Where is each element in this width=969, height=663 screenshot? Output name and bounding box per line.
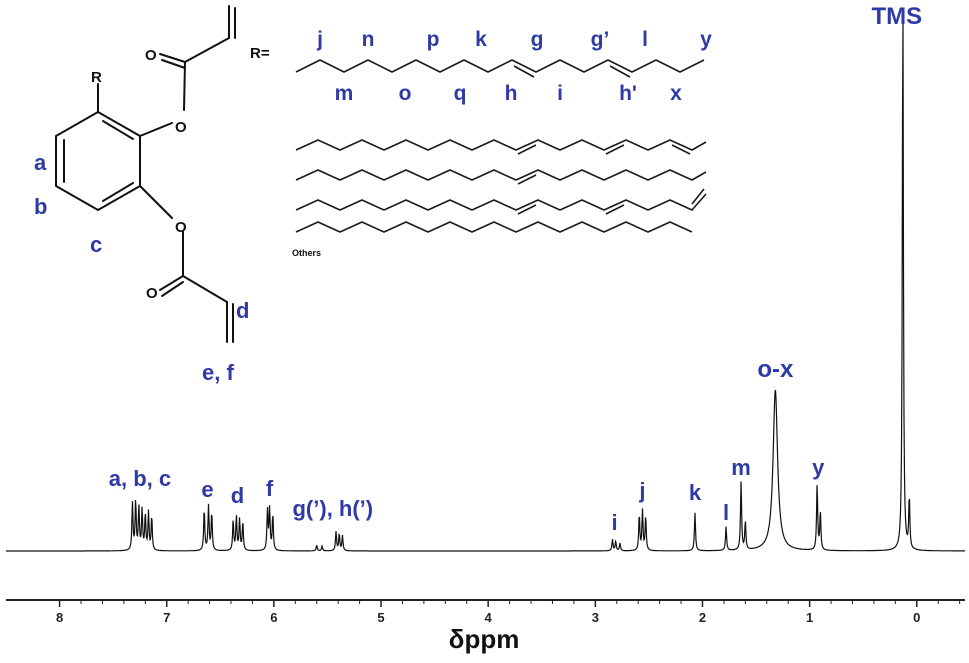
r-chain-structures: R= j n p k g g’ l y m o q h i h' x Others [250,28,712,258]
chain-label-top: p [427,28,440,51]
peak-label: e [201,477,213,502]
chain-label-top: n [362,28,375,51]
ester-oxygen-top: O [175,119,187,136]
x-tick-label: 4 [485,610,493,625]
x-tick-label: 5 [377,610,384,625]
chain-label-bottom: x [670,82,682,105]
chain-label-top: k [475,28,487,51]
molecule-structure: O O O O R a b c d e, f [34,5,249,385]
ester-oxygen-bottom: O [175,219,187,236]
chain-label-bottom: o [399,82,412,105]
x-tick-label: 1 [806,610,813,625]
other-chain-1 [295,139,707,151]
peak-label: d [231,483,244,508]
chain-label-bottom: i [557,82,563,105]
other-chain-3 [295,193,707,211]
chain-label-top: j [316,28,323,51]
chain-label-top: l [642,28,648,51]
chain-label-bottom: m [335,82,354,105]
x-tick-label: 3 [592,610,599,625]
chain-label-top: y [700,28,712,51]
chain-label-bottom: q [454,82,467,105]
peak-label: g(’), h(’) [292,496,373,521]
others-label: Others [292,248,321,258]
proton-label-a: a [34,150,47,175]
peak-label: l [723,500,729,525]
proton-label-d: d [236,298,249,323]
proton-label-c: c [90,232,102,257]
peak-label: y [812,455,825,480]
x-tick-label: 6 [270,610,277,625]
x-axis-title: δppm [449,624,520,654]
peak-label: a, b, c [109,466,171,491]
proton-label-b: b [34,194,47,219]
peak-label: TMS [872,3,923,30]
chain-label-top: g [531,28,544,51]
peak-label: i [612,510,618,535]
other-chain-4 [295,221,693,233]
peak-label: k [689,480,702,505]
main-chain [295,59,705,73]
r-definition-label: R= [250,45,270,62]
chain-label-bottom: h' [619,82,637,105]
x-tick-label: 2 [699,610,706,625]
chain-label-bottom: h [505,82,518,105]
x-tick-label: 8 [56,610,63,625]
peak-label: j [638,478,645,503]
x-axis: 8 7 6 5 4 3 2 1 0 δppm [6,599,965,654]
peak-label: m [731,455,751,480]
other-chain-2 [295,169,707,181]
r-substituent-label: R [91,69,102,86]
chain-proton-labels: j n p k g g’ l y m o q h i h' x [316,28,712,105]
proton-label-ef: e, f [202,360,234,385]
peak-label: o-x [757,356,794,383]
x-tick-label: 0 [913,610,920,625]
spectrum-line [6,17,965,552]
carbonyl-oxygen-bottom: O [146,285,158,302]
x-tick-label: 7 [163,610,170,625]
x-axis-ticks: 8 7 6 5 4 3 2 1 0 [56,600,961,625]
carbonyl-oxygen-top: O [145,47,157,64]
peak-label: f [266,476,274,501]
chain-label-top: g’ [591,28,610,51]
